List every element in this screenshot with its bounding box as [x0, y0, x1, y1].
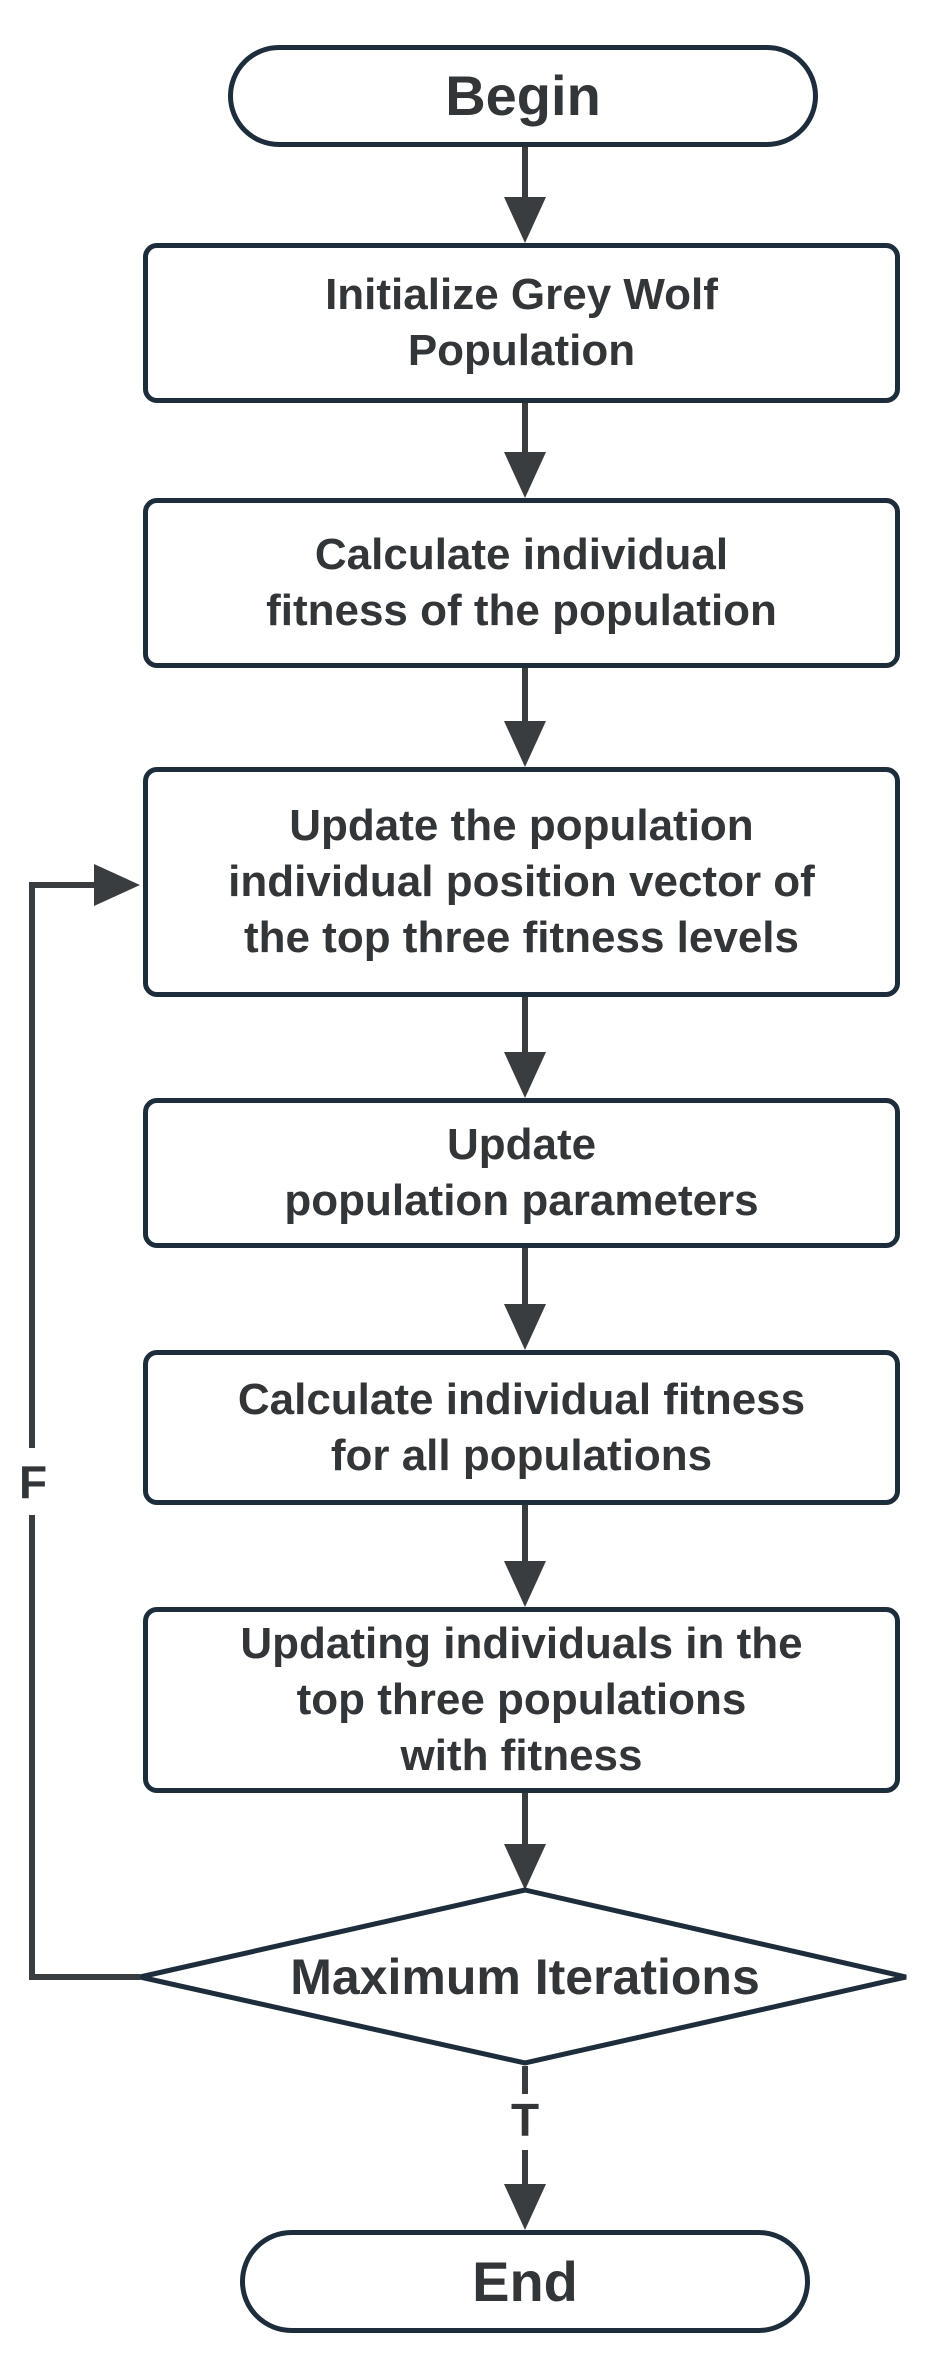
arrow-decision-feedback-to-update-position — [29, 864, 140, 1980]
arrow-update-parameters-to-calculate-fitness-all — [504, 1248, 546, 1350]
arrow-calculate-fitness-to-update-position — [504, 668, 546, 767]
node-begin: Begin — [228, 45, 818, 147]
arrow-begin-to-initialize — [504, 147, 546, 243]
node-calculate-fitness-all: Calculate individual fitness for all pop… — [143, 1350, 900, 1505]
arrow-update-position-to-update-parameters — [504, 997, 546, 1098]
arrow-calculate-fitness-all-to-update-top-three — [504, 1505, 546, 1607]
arrow-initialize-to-calculate-fitness — [504, 403, 546, 498]
arrow-update-top-three-to-decision — [504, 1793, 546, 1890]
node-calculate-fitness: Calculate individual fitness of the popu… — [143, 498, 900, 668]
node-update-position-vector: Update the population individual positio… — [143, 767, 900, 997]
false-branch-label: F — [4, 1452, 62, 1512]
true-branch-label: T — [495, 2094, 555, 2146]
node-update-parameters: Update population parameters — [143, 1098, 900, 1248]
node-end: End — [240, 2230, 810, 2333]
node-initialize-population: Initialize Grey Wolf Population — [143, 243, 900, 403]
arrow-decision-to-end — [504, 2066, 546, 2230]
node-update-top-three: Updating individuals in the top three po… — [143, 1607, 900, 1793]
decision-label-max-iterations: Maximum Iterations — [290, 1949, 760, 2005]
decision-diamond — [139, 1887, 907, 2066]
